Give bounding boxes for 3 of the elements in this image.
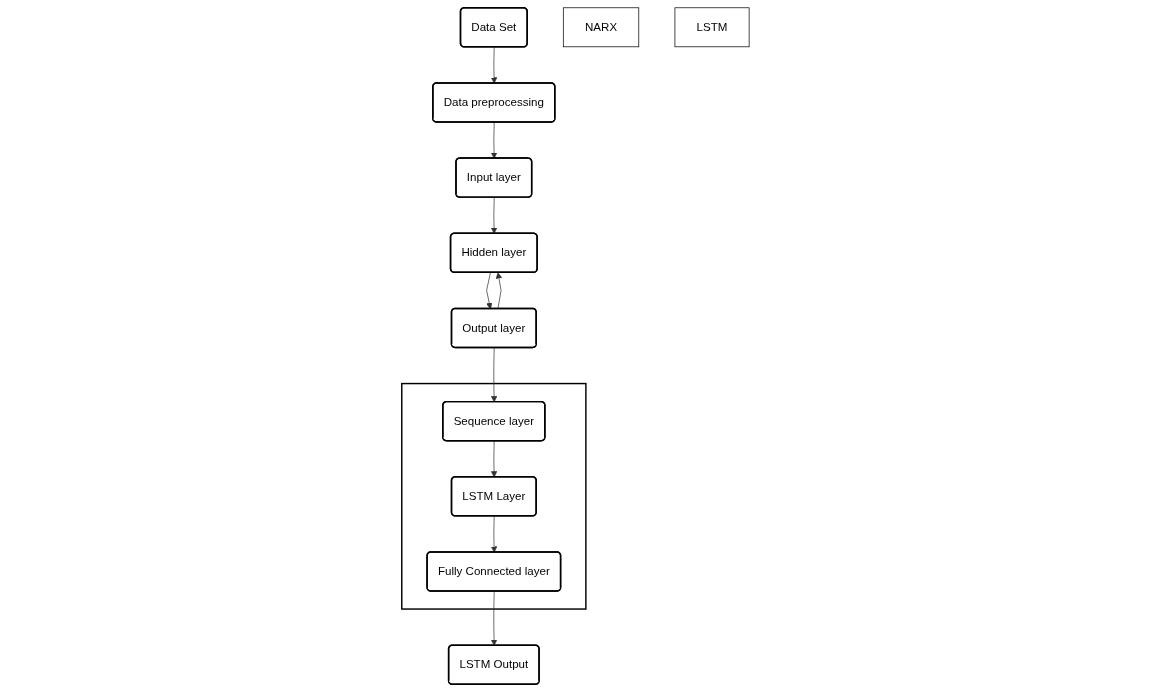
node-box: NARX (562, 7, 639, 48)
node-box: LSTM (674, 7, 750, 48)
cluster (400, 382, 587, 610)
